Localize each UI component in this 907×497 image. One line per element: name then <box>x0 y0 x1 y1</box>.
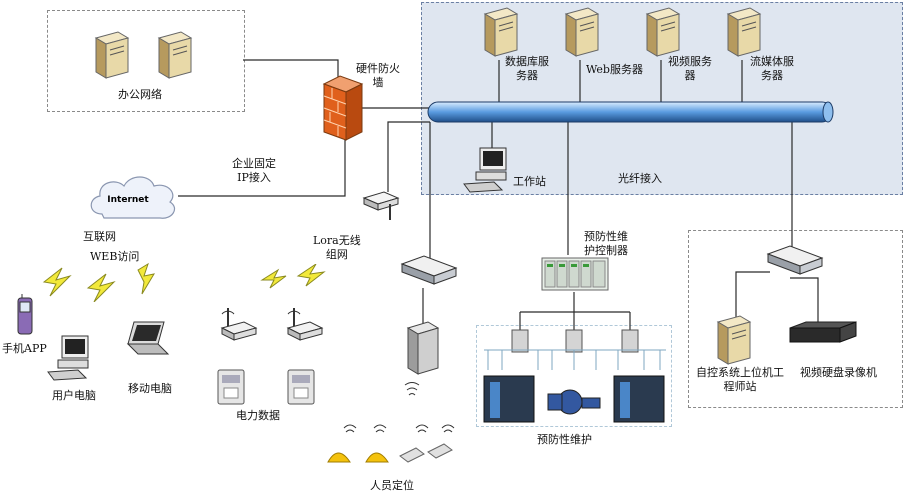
office-server-icon <box>157 31 193 79</box>
internet-cloud-text: Internet <box>107 195 149 205</box>
maintenance-label: 预防性维护 <box>537 433 592 446</box>
user-pc-icon <box>47 335 89 381</box>
wireless-router-icon <box>220 308 258 341</box>
office-network-label: 办公网络 <box>118 88 162 101</box>
network-switch-icon <box>400 255 458 285</box>
power-data-label: 电力数据 <box>236 409 280 422</box>
outdoor-sensor-box-icon <box>406 321 440 375</box>
wireless-router-icon <box>286 308 324 341</box>
web-server-icon <box>564 7 600 57</box>
database-server-icon <box>483 7 519 57</box>
web-server-label: Web服务器 <box>586 63 643 76</box>
laptop-label: 移动电脑 <box>128 382 172 395</box>
firewall-internet-link <box>178 140 346 197</box>
video-server-icon <box>645 7 681 57</box>
engineer-station-icon <box>716 315 752 365</box>
personnel-label: 人员定位 <box>370 479 414 492</box>
firewall-label: 硬件防火墙 <box>356 62 400 89</box>
internet-cloud-icon: Internet <box>90 176 175 219</box>
fiber-backbone <box>427 101 833 123</box>
wireless-wave-icon <box>404 382 420 396</box>
streaming-server-icon <box>726 7 762 57</box>
lora-gateway-icon <box>362 191 400 220</box>
video-server-label: 视频服务器 <box>668 55 712 82</box>
workstation-icon <box>463 147 507 193</box>
phone-app-label: 手机APP <box>2 342 47 355</box>
user-pc-label: 用户电脑 <box>52 389 96 402</box>
fiber-access-label: 光纤接入 <box>618 172 662 185</box>
control-system-zone <box>688 230 903 408</box>
streaming-server-label: 流媒体服务器 <box>750 55 794 82</box>
database-server-label: 数据库服务器 <box>505 55 549 82</box>
control-switch-icon <box>766 245 824 275</box>
power-meter-icon <box>287 369 315 405</box>
lora-label: Lora无线组网 <box>313 234 361 261</box>
office-network-zone <box>47 10 245 112</box>
workstation-label: 工作站 <box>513 175 546 188</box>
engineer-station-label: 自控系统上位机工程师站 <box>696 366 784 393</box>
controller-label: 预防性维护控制器 <box>584 230 628 257</box>
web-access-label: WEB访问 <box>90 250 140 263</box>
wireless-signal-icons <box>42 262 156 302</box>
office-server-icon <box>94 31 130 79</box>
firewall-icon <box>322 75 364 141</box>
maintenance-equipment-icons <box>483 329 666 423</box>
internet-label: 互联网 <box>83 230 116 243</box>
video-recorder-label: 视频硬盘录像机 <box>800 366 877 379</box>
power-meter-icon <box>217 369 245 405</box>
mobile-phone-icon <box>17 294 33 335</box>
laptop-icon <box>126 321 170 355</box>
lora-signal-icons <box>260 264 326 289</box>
maintenance-controller-icon <box>541 257 609 291</box>
backbone-lora-link <box>387 121 430 192</box>
personnel-tracking-devices <box>327 424 455 463</box>
video-recorder-icon <box>789 321 857 343</box>
